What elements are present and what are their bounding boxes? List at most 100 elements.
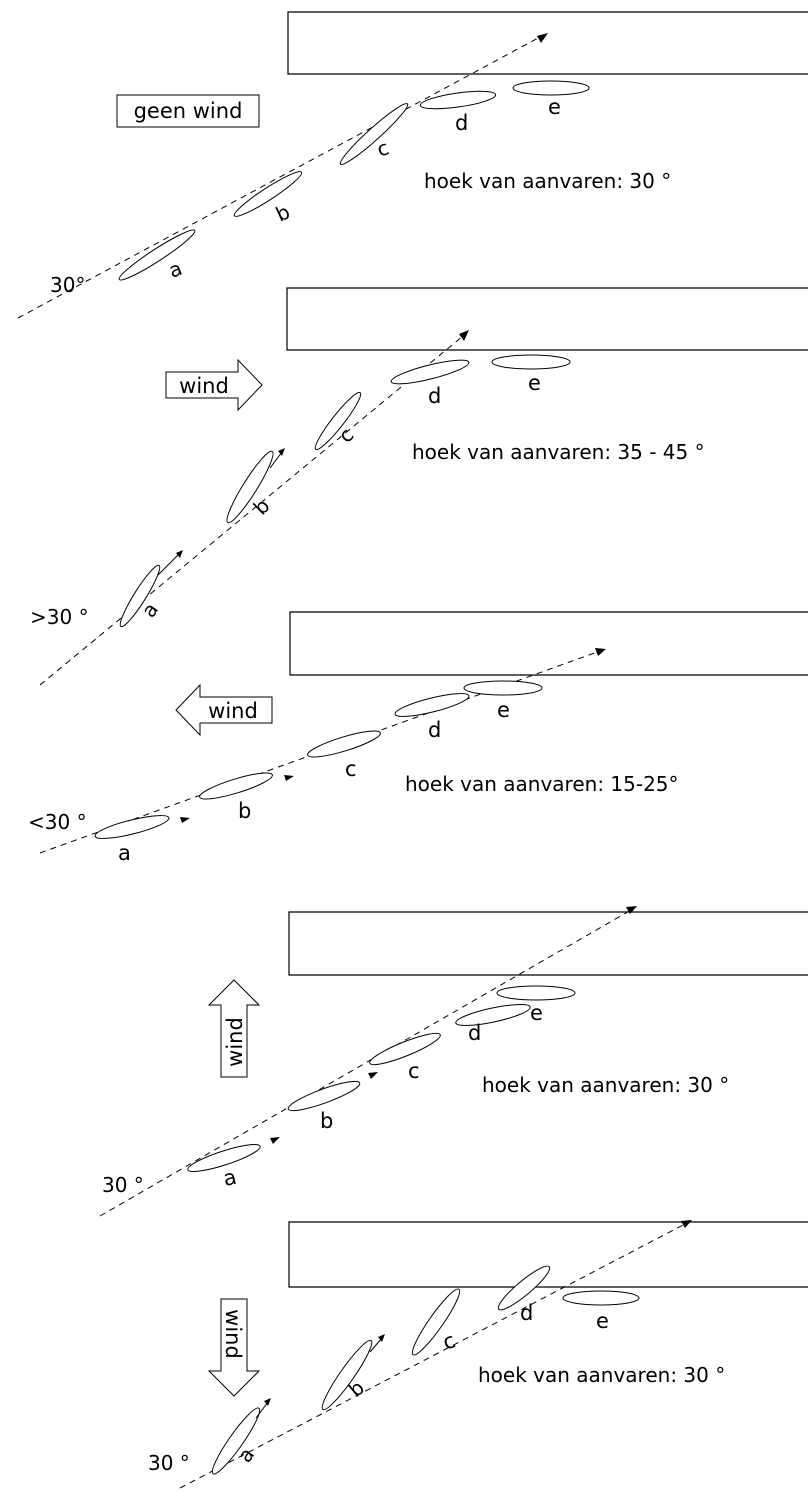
heading-arrowhead <box>284 775 294 781</box>
heading-arrowhead <box>378 1334 385 1342</box>
quay <box>288 1221 808 1288</box>
result-text: hoek van aanvaren: 30 ° <box>424 169 671 193</box>
scenario-3: wind a b c d e <30 ° hoek van aanvaren: … <box>28 611 808 865</box>
heading-arrowhead <box>368 1072 378 1079</box>
angle-label: <30 ° <box>28 810 87 834</box>
boat-c <box>369 1032 441 1066</box>
boat-a <box>118 229 196 281</box>
heading-arrow <box>255 1401 269 1419</box>
boat-e <box>463 680 543 696</box>
heading-arrow <box>269 451 283 469</box>
quay <box>287 11 808 75</box>
boat-label-a: a <box>166 256 186 283</box>
scenario-5: wind a b c d e 30 ° hoek van aanvaren: 3… <box>148 1220 808 1489</box>
boat-e <box>562 1290 640 1306</box>
result-text: hoek van aanvaren: 30 ° <box>478 1363 725 1387</box>
wind-arrow <box>175 683 273 737</box>
boat-c <box>411 1288 461 1356</box>
boat-b <box>199 772 273 800</box>
boat-c <box>307 730 381 758</box>
boat-d <box>390 359 470 385</box>
boat-label-e: e <box>497 698 510 722</box>
boat-a <box>187 1144 261 1172</box>
boat-label-b: b <box>320 1109 333 1133</box>
boat-label-e: e <box>530 1001 543 1025</box>
heading-arrow <box>157 552 181 576</box>
wind-label: wind <box>208 699 258 723</box>
heading-arrowhead <box>264 1398 271 1406</box>
wind-arrow <box>165 358 263 412</box>
wind-arrow <box>207 1298 261 1397</box>
wind-label: wind <box>223 1017 247 1067</box>
course-line <box>99 909 632 1217</box>
boat-d <box>497 1265 551 1311</box>
boat-b <box>233 171 303 217</box>
boat-b <box>226 450 274 524</box>
boat-label-b: b <box>272 199 294 226</box>
boat-label-a: a <box>136 598 163 622</box>
boat-d <box>394 693 470 717</box>
boat-e <box>491 354 571 370</box>
result-text: hoek van aanvaren: 15-25° <box>405 772 679 796</box>
wind-label: geen wind <box>134 99 243 123</box>
result-text: hoek van aanvaren: 35 - 45 ° <box>412 440 705 464</box>
heading-arrowhead <box>176 550 183 558</box>
course-arrowhead <box>681 1220 692 1228</box>
heading-arrowhead <box>270 1137 280 1144</box>
boat-label-b: b <box>238 799 251 823</box>
boat-label-c: c <box>345 757 357 781</box>
wind-indicator <box>116 94 260 128</box>
boat-label-c: c <box>334 423 359 448</box>
boat-label-d: d <box>468 1021 481 1045</box>
heading-arrow <box>369 1337 383 1353</box>
course-arrowhead <box>537 33 548 43</box>
boat-e <box>512 80 590 96</box>
boat-b <box>287 1080 361 1112</box>
boat-label-a: a <box>221 1165 239 1191</box>
course-line <box>179 1223 686 1489</box>
boat-c <box>339 103 409 165</box>
result-text: hoek van aanvaren: 30 ° <box>482 1073 729 1097</box>
boat-label-e: e <box>596 1309 609 1333</box>
angle-label: 30 ° <box>148 1451 190 1475</box>
angle-label: 30° <box>50 273 85 297</box>
scenario-4: wind a b c d e 30 ° hoek van aanvaren: 3… <box>99 906 808 1217</box>
quay <box>288 911 808 976</box>
boat-label-b: b <box>249 494 275 520</box>
wind-arrow <box>207 979 261 1078</box>
course-line <box>39 335 464 686</box>
scenario-2: wind a b c d e >30 ° hoek van aanvaren: … <box>30 287 808 686</box>
boat-c <box>314 391 362 451</box>
course-arrowhead <box>626 906 637 914</box>
quay <box>286 287 808 351</box>
boat-label-d: d <box>428 384 441 408</box>
boat-e <box>496 985 576 1001</box>
angle-label: >30 ° <box>30 605 89 629</box>
heading-arrowhead <box>278 448 285 456</box>
boat-label-a: a <box>118 841 131 865</box>
wind-label: wind <box>221 1309 245 1359</box>
boat-label-e: e <box>548 95 561 119</box>
boat-label-d: d <box>428 718 441 742</box>
boat-label-c: c <box>440 1328 459 1355</box>
course-arrowhead <box>459 330 469 341</box>
heading-arrowhead <box>180 817 190 823</box>
boat-label-d: d <box>455 111 468 135</box>
boat-label-b: b <box>344 1375 369 1402</box>
boat-a <box>211 1407 261 1475</box>
boat-label-a: a <box>232 1443 259 1467</box>
wind-label: wind <box>179 374 229 398</box>
boat-label-c: c <box>408 1059 420 1083</box>
quay <box>289 611 808 676</box>
boat-d <box>419 90 497 110</box>
course-arrowhead <box>595 648 606 656</box>
boat-label-c: c <box>374 135 393 161</box>
boat-d <box>455 1004 531 1026</box>
angle-label: 30 ° <box>102 1173 144 1197</box>
boat-b <box>321 1339 373 1411</box>
boat-label-e: e <box>528 371 541 395</box>
scenario-1: geen wind a b c d e 30° hoek van aanvare… <box>17 11 808 319</box>
boat-a <box>119 564 161 628</box>
